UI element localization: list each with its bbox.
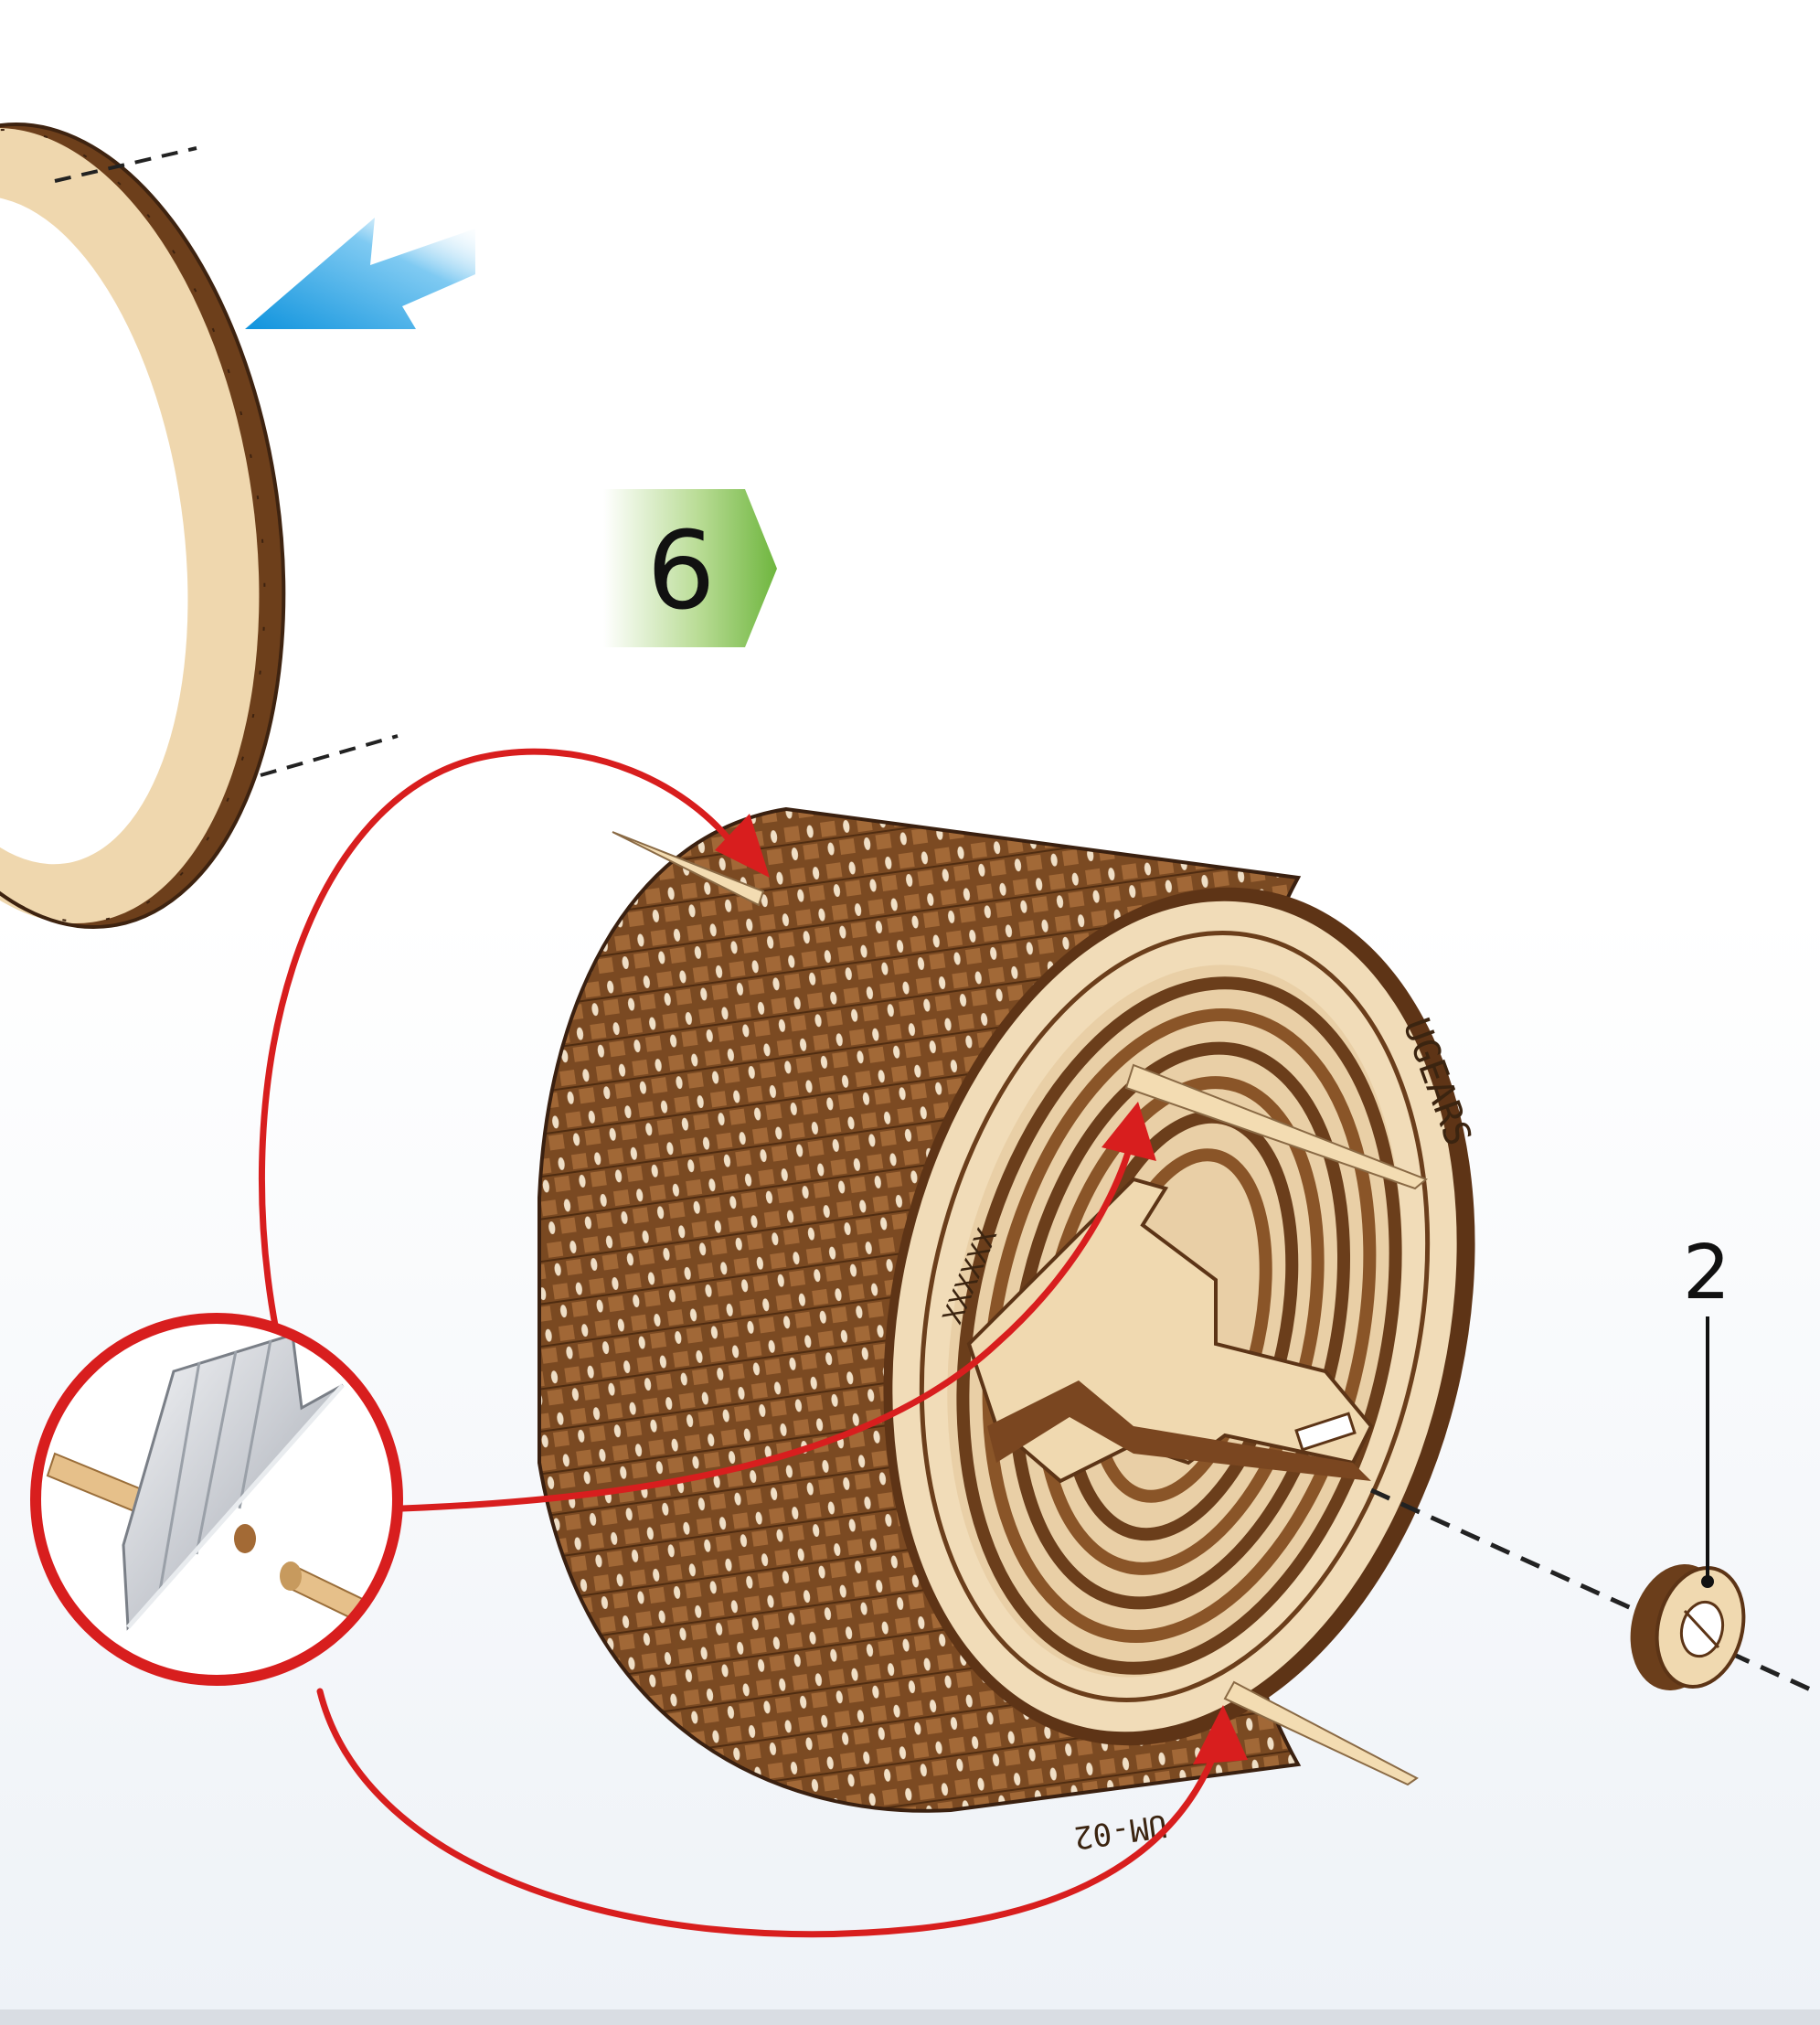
step-badge: 6 [603,489,777,647]
part-number: 2 [1683,1230,1730,1316]
step-number: 6 [646,507,715,634]
side-ring-part [0,94,333,957]
blue-arrow-icon [245,218,475,329]
part-callout: 2 [1683,1230,1730,1588]
page-bottom-edge [0,2009,1820,2025]
cutting-detail-lens [36,1318,402,1680]
tire-assembly: UGEARS UM-02 XXXXXX [512,786,1551,1856]
spacer-part [1618,1554,1756,1700]
axle-alignment-line [1371,1490,1815,1691]
code-engraving: UM-02 [1071,1807,1169,1856]
